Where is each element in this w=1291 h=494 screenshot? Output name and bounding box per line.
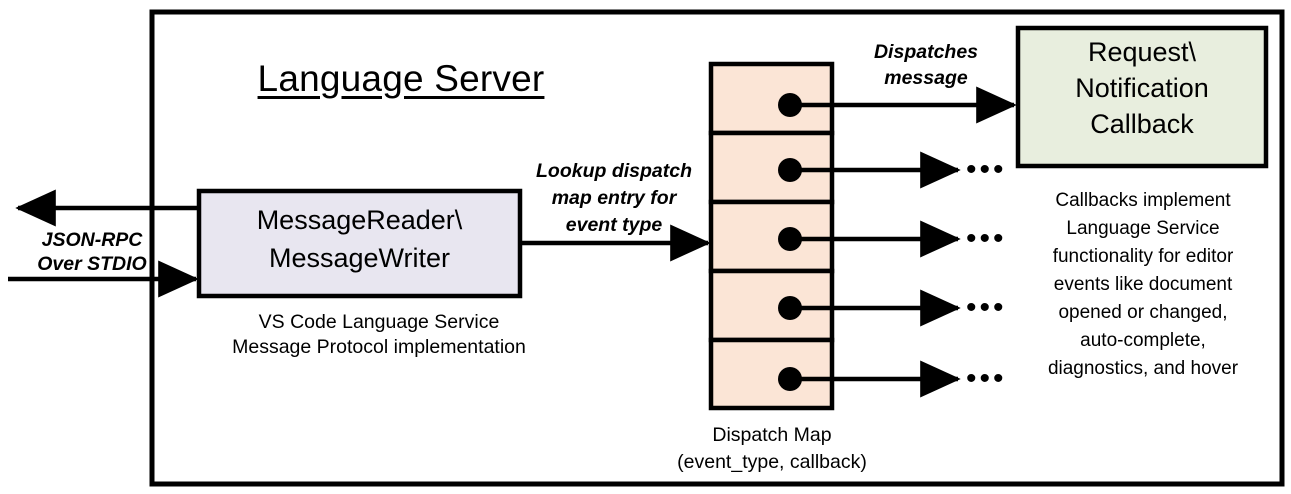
callback-description-line-2: functionality for editor [1052,246,1234,267]
callback-description-line-3: events like document [1053,274,1233,295]
json-rpc-label-line1: JSON-RPC [41,229,143,251]
message-reader-writer-box [196,188,523,299]
callback-description-line-0: Callbacks implement [1055,190,1231,211]
page-title: Language Server [257,58,545,99]
dispatch-cell-1 [708,61,835,136]
callback-description-line-6: diagnostics, and hover [1047,358,1239,379]
callback-description-line-1: Language Service [1066,218,1220,239]
ellipsis-row-5: ••• [966,362,1007,395]
ellipsis-row-2: ••• [966,153,1007,186]
lookup-arrow-label-line1: Lookup dispatch [536,160,692,182]
json-rpc-label-line2: Over STDIO [37,253,147,275]
dispatch-cell-2 [708,130,835,205]
callback-box-label-line3: Callback [1090,109,1194,139]
callback-description-line-5: auto-complete, [1080,330,1206,351]
dispatch-map-caption-line2: (event_type, callback) [677,451,867,473]
dispatch-cell-5 [708,337,835,411]
message-box-label-line2: MessageWriter [268,243,451,273]
ellipsis-row-3: ••• [966,222,1007,255]
language-server-boundary [149,9,1285,487]
lookup-arrow-label-line2: map entry for [551,187,677,209]
dispatch-arrow-label-line1: Dispatches [873,41,979,63]
lookup-arrow-label-line3: event type [565,214,663,236]
callback-box-label-line1: Request\ [1087,37,1197,67]
dispatch-map-caption-line1: Dispatch Map [712,424,832,446]
dispatch-arrow-label-line2: message [884,67,968,89]
request-notification-callback-box [1015,25,1269,169]
message-box-caption-line1: VS Code Language Service [258,311,500,333]
message-box-caption-line2: Message Protocol implementation [232,336,526,358]
ellipsis-row-4: ••• [966,291,1007,324]
dispatch-cell-4 [708,268,835,343]
callback-description-line-4: opened or changed, [1058,302,1228,323]
dispatch-cell-3 [708,199,835,274]
message-box-label-line1: MessageReader\ [256,205,463,235]
callback-box-label-line2: Notification [1075,73,1209,103]
